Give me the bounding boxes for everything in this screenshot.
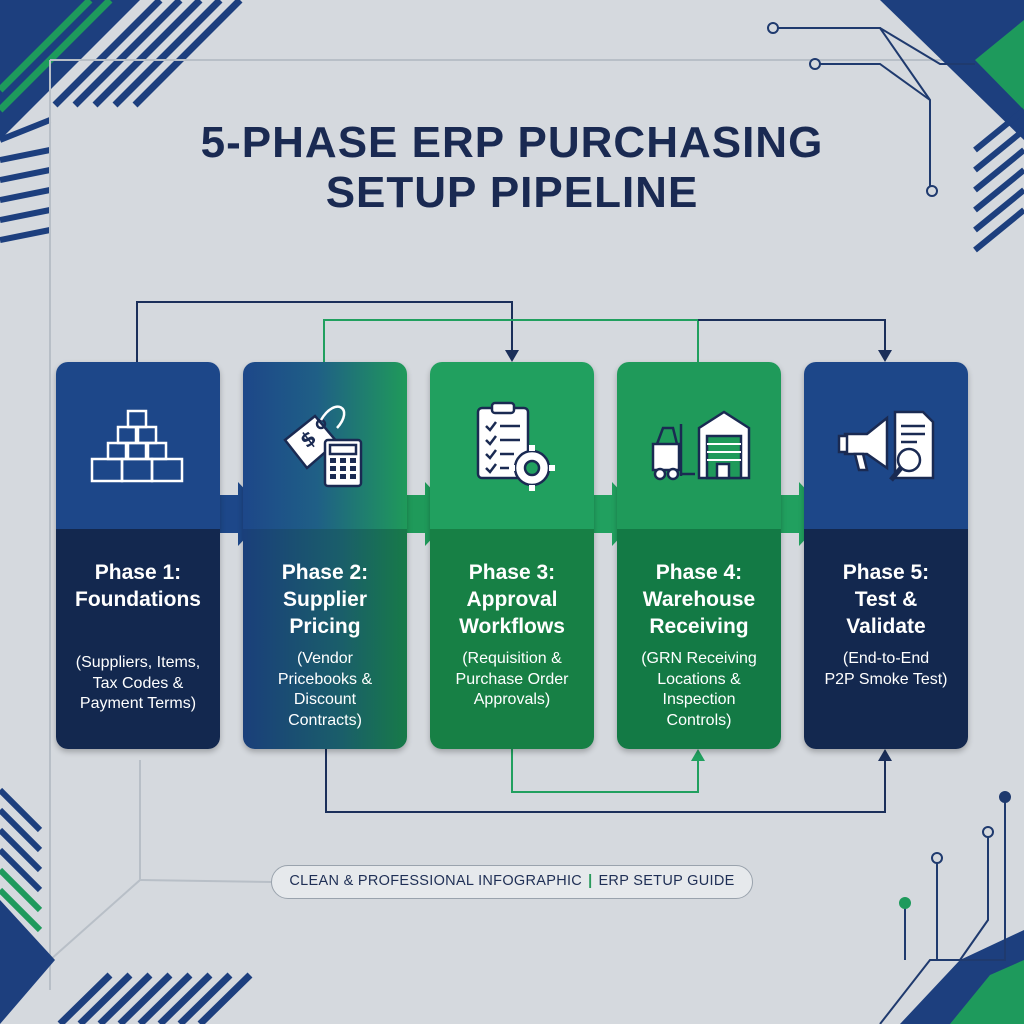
forklift-warehouse-icon xyxy=(651,410,751,481)
footer-left-text: CLEAN & PROFESSIONAL INFOGRAPHIC xyxy=(289,873,583,889)
price-tag-calculator-icon: $ xyxy=(283,405,363,488)
corner-stripes-top-left xyxy=(0,0,243,243)
phase-card-1: Phase 1: Foundations (Suppliers, Items, … xyxy=(56,362,220,749)
corner-stripes-bottom-left xyxy=(0,787,253,1024)
phase-card-body xyxy=(243,529,407,749)
title-line-1: 5-PHASE ERP PURCHASING xyxy=(200,118,824,167)
phase-card-body xyxy=(617,529,781,749)
phase-card-body xyxy=(430,529,594,749)
megaphone-document-search-icon xyxy=(837,410,935,482)
clipboard-gear-icon xyxy=(476,401,555,491)
circuit-lines-top xyxy=(778,27,975,190)
phase-card-header xyxy=(56,362,220,529)
phase-description: (Suppliers, Items, Tax Codes & Payment T… xyxy=(75,654,201,712)
flow-connectors xyxy=(136,301,886,813)
title-line-2: SETUP PIPELINE xyxy=(325,168,699,217)
phase-title: Phase 1: Foundations xyxy=(75,561,201,611)
phase-description: (Vendor Pricebooks & Discount Contracts) xyxy=(277,650,373,729)
phase-card-body xyxy=(804,529,968,749)
phase-title: Phase 5: Test & Validate xyxy=(842,561,930,638)
phase-card-3: Phase 3: Approval Workflows (Requisition… xyxy=(430,362,594,749)
phase-card-5: Phase 5: Test & Validate (End-to-End P2P… xyxy=(804,362,968,749)
corner-shapes-top-right xyxy=(880,0,1024,253)
connector-arrowheads xyxy=(505,350,892,761)
phase-title: Phase 3: Approval Workflows xyxy=(459,561,565,638)
footer-tagline: CLEAN & PROFESSIONAL INFOGRAPHIC | ERP SET… xyxy=(271,865,753,899)
phase-card-body xyxy=(56,529,220,749)
phase-card-2: $ Phase 2: Supplier Pricing (Vendor Pric… xyxy=(243,362,407,749)
phase-title: Phase 2: Supplier Pricing xyxy=(281,561,369,638)
phase-description: (Requisition & Purchase Order Approvals) xyxy=(455,650,569,708)
footer-separator: | xyxy=(588,873,593,889)
footer-right-text: ERP SETUP GUIDE xyxy=(598,873,735,889)
stacked-boxes-icon xyxy=(90,409,184,483)
phase-description: (End-to-End P2P Smoke Test) xyxy=(824,650,948,688)
corner-shapes-bottom-right xyxy=(879,791,1024,1024)
phase-title: Phase 4: Warehouse Receiving xyxy=(642,561,756,638)
phase-description: (GRN Receiving Locations & Inspection Co… xyxy=(641,650,757,729)
phase-card-4: Phase 4: Warehouse Receiving (GRN Receiv… xyxy=(617,362,781,749)
